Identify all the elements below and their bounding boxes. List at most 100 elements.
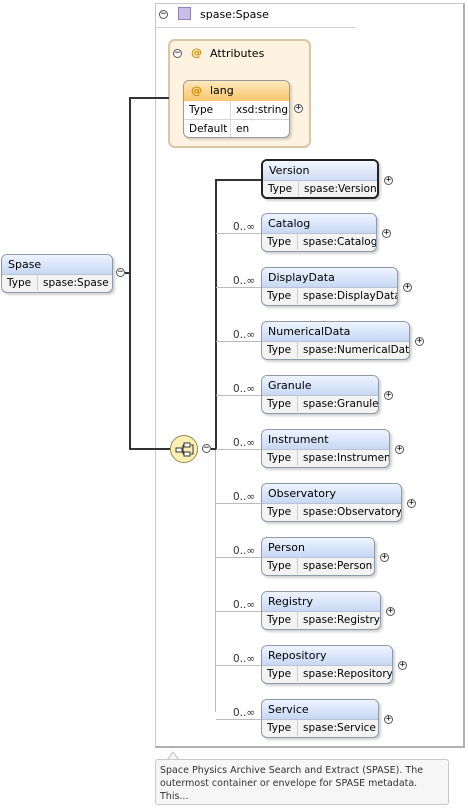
element-header: [263, 161, 377, 181]
attribute-lang[interactable]: @ lang Type xsd:string Default en: [183, 80, 290, 138]
element-expand-toggle[interactable]: +: [386, 606, 395, 616]
attribute-icon: @: [191, 84, 202, 97]
element-name: Spase: [8, 258, 42, 271]
occurrence-label: 0..∞: [233, 329, 256, 341]
connector-line: [216, 449, 262, 450]
element-expand-toggle[interactable]: +: [384, 175, 393, 185]
attribute-type-value: xsd:string: [236, 104, 289, 116]
connector-line: [215, 179, 262, 181]
element-type-value: spase:Catalog: [303, 236, 377, 248]
element-type-value: spase:Instrument: [303, 452, 390, 464]
element-version[interactable]: Version Type spase:Version: [261, 159, 379, 199]
element-type-value: spase:NumericalData: [303, 344, 410, 356]
connector-line: [216, 233, 262, 234]
type-collapse-toggle[interactable]: −: [159, 9, 168, 19]
element-column-divider: [297, 504, 298, 520]
element-column-divider: [297, 450, 298, 466]
element-type-label: Type: [267, 506, 292, 518]
element-column-divider: [297, 288, 298, 304]
element-header: [262, 700, 378, 720]
element-type-label: Type: [267, 722, 292, 734]
element-header: [262, 322, 409, 342]
element-type-value: spase:Spase: [43, 277, 109, 289]
root-collapse-toggle[interactable]: −: [116, 267, 125, 277]
attribute-column-divider: [230, 101, 231, 137]
element-type-value: spase:Version: [304, 183, 377, 195]
occurrence-label: 0..∞: [233, 275, 256, 287]
element-name: DisplayData: [268, 271, 335, 284]
connector-line: [216, 341, 262, 342]
connector-line: [211, 448, 216, 450]
element-header: [262, 646, 392, 666]
element-expand-toggle[interactable]: +: [398, 660, 407, 670]
element-expand-toggle[interactable]: +: [384, 714, 393, 724]
element-expand-toggle[interactable]: +: [395, 444, 404, 454]
element-column-divider: [297, 396, 298, 412]
element-name: Granule: [268, 379, 312, 392]
element-column-divider: [297, 234, 298, 250]
connector-line: [216, 665, 262, 666]
occurrence-label: 0..∞: [233, 545, 256, 557]
element-header: [2, 255, 112, 275]
element-type-label: Type: [267, 290, 292, 302]
element-type-value: spase:Person: [303, 560, 373, 572]
element-header: [262, 484, 401, 504]
element-type-label: Type: [267, 614, 292, 626]
element-registry[interactable]: Registry Type spase:Registry: [261, 591, 381, 630]
element-observatory[interactable]: Observatory Type spase:Observatory: [261, 483, 402, 522]
element-name: Version: [269, 164, 310, 177]
element-displaydata[interactable]: DisplayData Type spase:DisplayData: [261, 267, 398, 306]
element-repository[interactable]: Repository Type spase:Repository: [261, 645, 393, 684]
connector-line: [216, 719, 262, 720]
element-expand-toggle[interactable]: +: [380, 552, 389, 562]
element-expand-toggle[interactable]: +: [407, 498, 416, 508]
element-header: [262, 592, 380, 612]
element-expand-toggle[interactable]: +: [384, 390, 393, 400]
connector-line: [215, 449, 216, 712]
connector-line: [125, 272, 130, 274]
connector-line: [216, 503, 262, 504]
element-type-label: Type: [267, 398, 292, 410]
element-type-value: spase:Repository: [303, 668, 393, 680]
attribute-lang-expand-toggle[interactable]: +: [294, 103, 303, 113]
connector-line: [216, 395, 262, 396]
element-name: Registry: [268, 595, 314, 608]
type-header-divider: [156, 27, 356, 28]
connector-line: [215, 180, 217, 449]
element-name: Person: [268, 541, 305, 554]
element-granule[interactable]: Granule Type spase:Granule: [261, 375, 379, 414]
element-expand-toggle[interactable]: +: [415, 336, 424, 346]
element-person[interactable]: Person Type spase:Person: [261, 537, 375, 576]
element-type-label: Type: [267, 344, 292, 356]
element-name: Service: [268, 703, 309, 716]
element-numericaldata[interactable]: NumericalData Type spase:NumericalData: [261, 321, 410, 360]
attribute-default-label: Default: [189, 123, 228, 135]
attributes-collapse-toggle[interactable]: −: [173, 48, 182, 58]
occurrence-label: 0..∞: [233, 653, 256, 665]
occurrence-label: 0..∞: [233, 491, 256, 503]
element-instrument[interactable]: Instrument Type spase:Instrument: [261, 429, 390, 468]
element-catalog[interactable]: Catalog Type spase:Catalog: [261, 213, 377, 252]
sequence-icon: [175, 442, 194, 457]
attribute-header: [184, 81, 289, 101]
element-header: [262, 376, 378, 396]
element-type-label: Type: [7, 277, 32, 289]
root-element-spase[interactable]: Spase Type spase:Spase: [1, 254, 113, 293]
connector-line: [129, 97, 169, 99]
element-column-divider: [298, 181, 299, 197]
element-name: NumericalData: [268, 325, 351, 338]
element-expand-toggle[interactable]: +: [403, 282, 412, 292]
connector-line: [129, 448, 170, 450]
attribute-row-divider: [184, 119, 289, 120]
connector-line: [216, 611, 262, 612]
sequence-collapse-toggle[interactable]: −: [202, 443, 211, 453]
element-service[interactable]: Service Type spase:Service: [261, 699, 379, 738]
connector-line: [216, 287, 262, 288]
element-name: Instrument: [268, 433, 329, 446]
element-expand-toggle[interactable]: +: [382, 228, 391, 238]
occurrence-label: 0..∞: [233, 599, 256, 611]
element-type-label: Type: [267, 236, 292, 248]
element-name: Repository: [268, 649, 327, 662]
attribute-type-label: Type: [189, 104, 214, 116]
sequence-compositor-icon[interactable]: [170, 435, 198, 463]
